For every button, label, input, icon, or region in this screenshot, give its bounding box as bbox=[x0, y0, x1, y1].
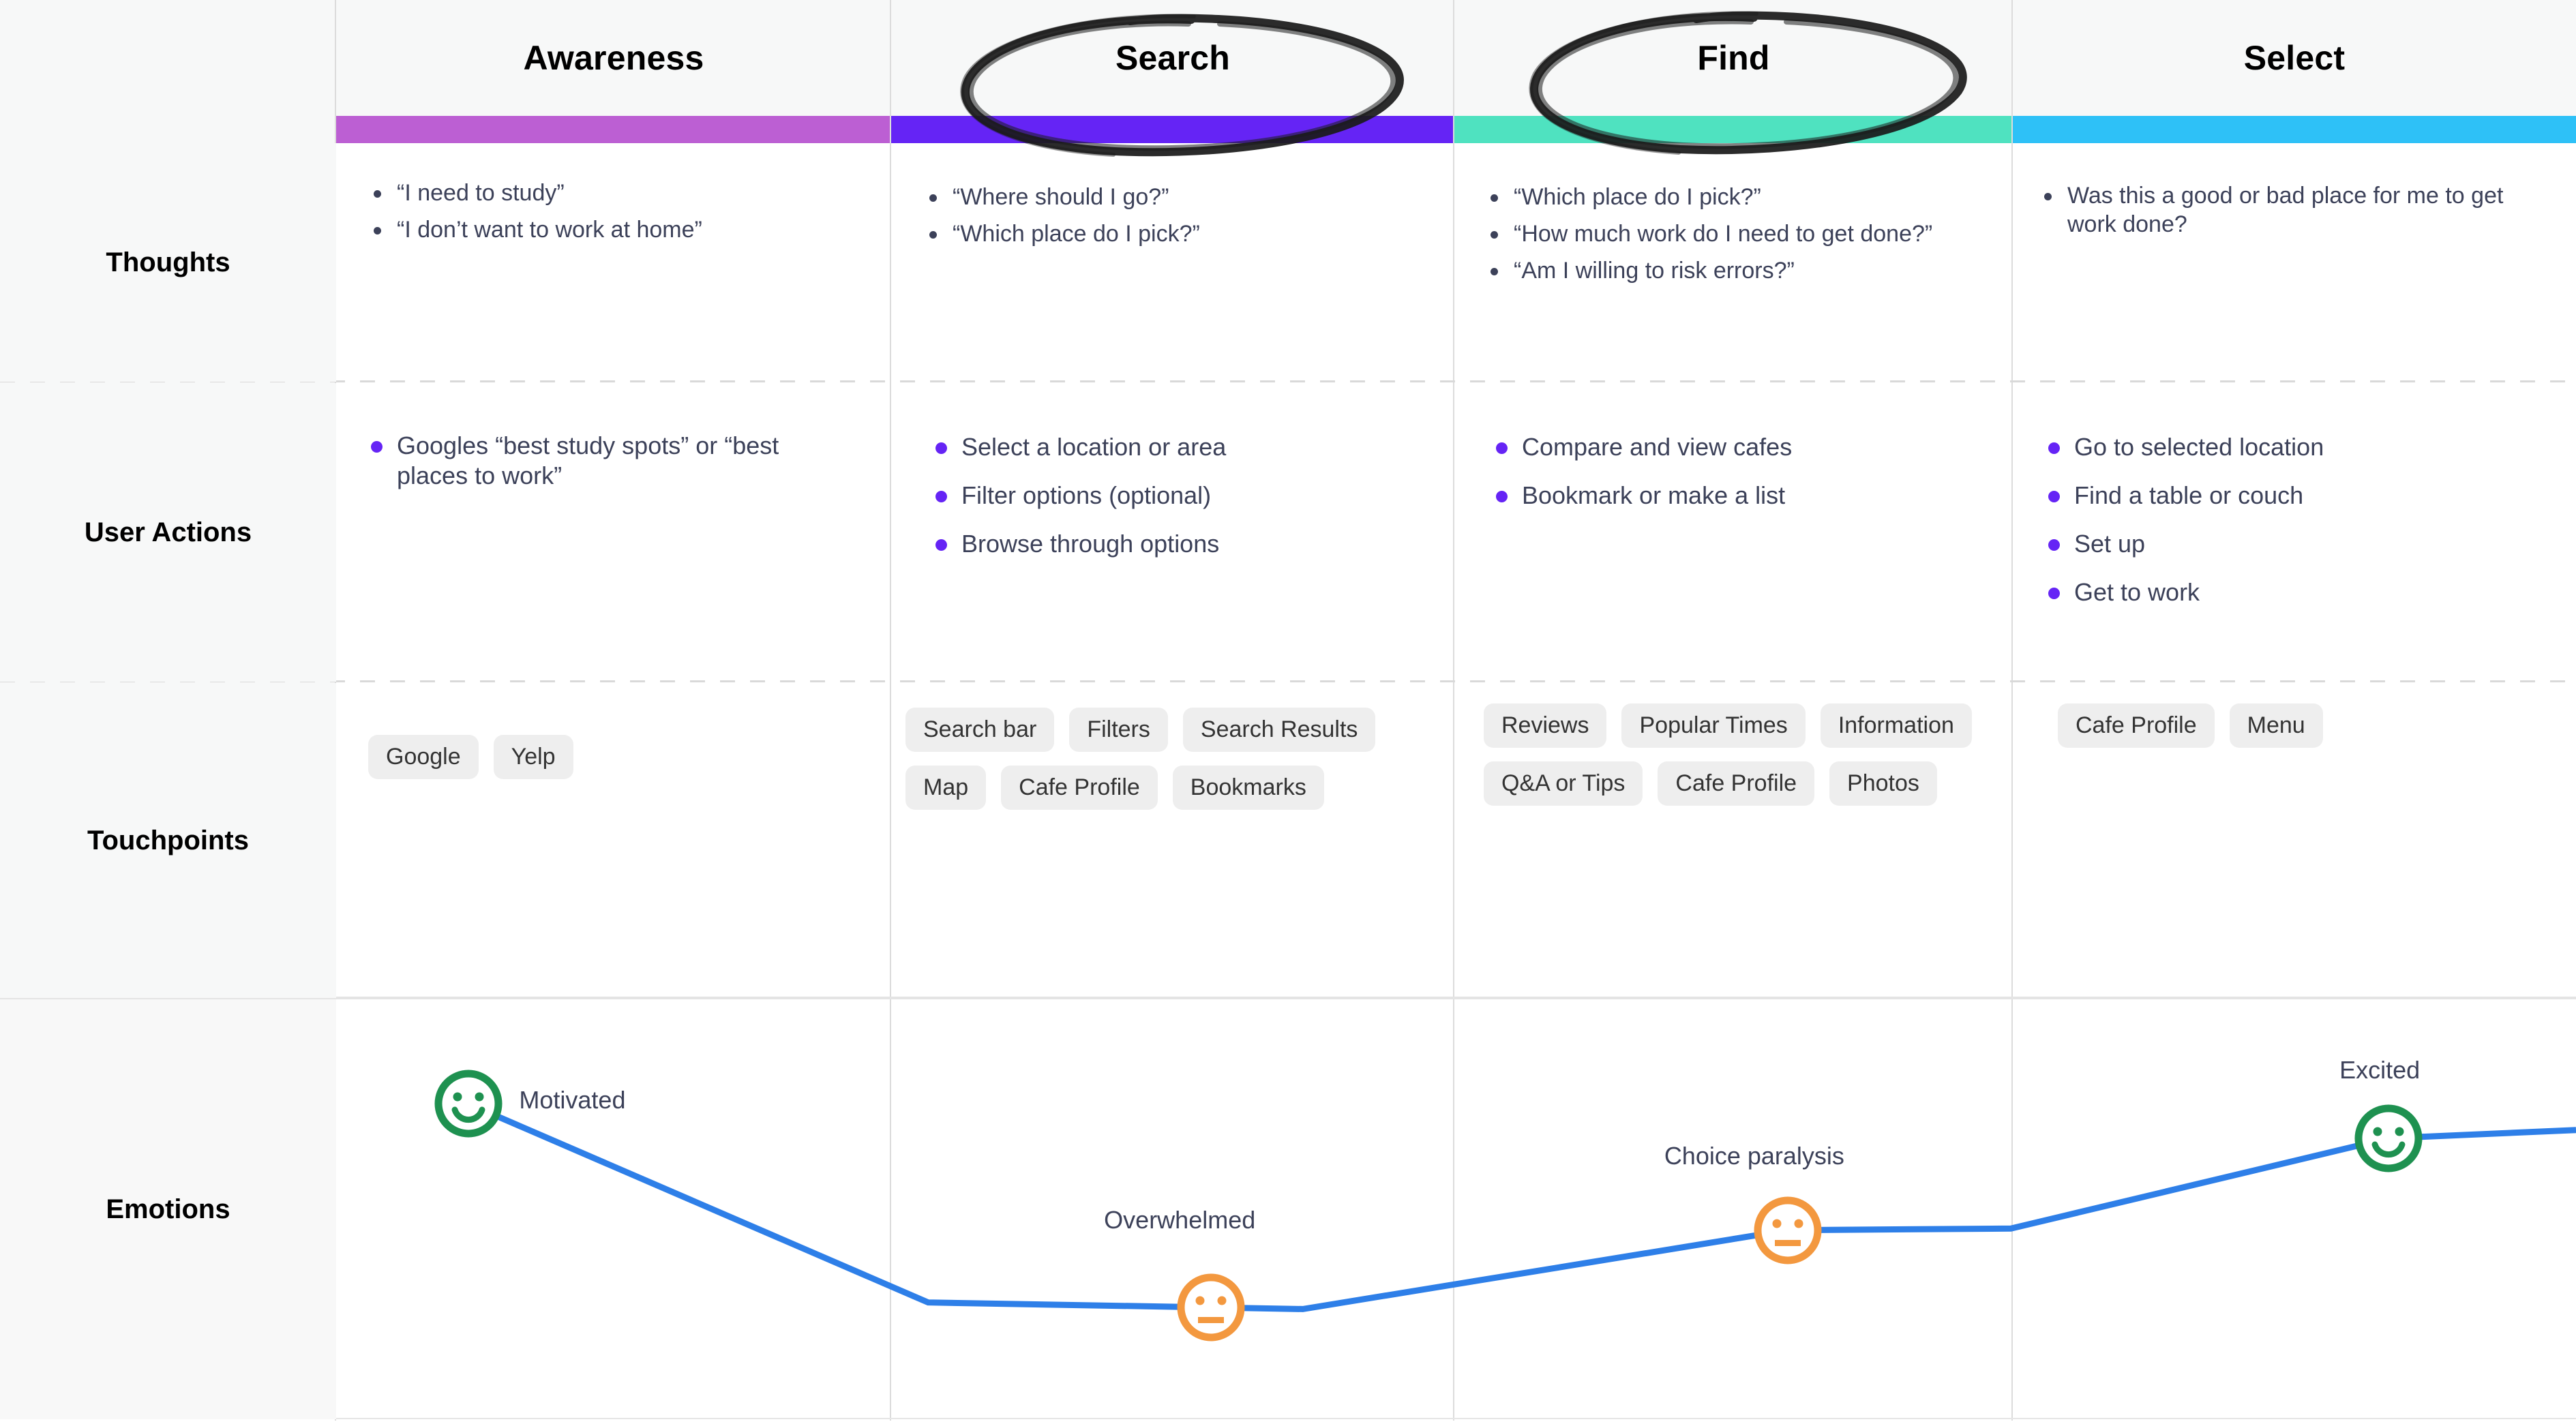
touchpoint-chip[interactable]: Photos bbox=[1829, 761, 1937, 806]
stage-color-bar-awareness bbox=[336, 116, 891, 143]
emotion-trend-line bbox=[468, 1104, 2576, 1309]
stage-color-bar-search bbox=[891, 116, 1454, 143]
touchpoint-chip[interactable]: Information bbox=[1820, 703, 1972, 748]
touchpoint-chip-group: Cafe Profile Menu bbox=[2058, 703, 2535, 748]
list-item: “Which place do I pick?” bbox=[924, 219, 1428, 248]
column-divider-1 bbox=[1453, 0, 1454, 1421]
touchpoint-chip[interactable]: Search bar bbox=[905, 708, 1055, 752]
touchpoint-chip[interactable]: Search Results bbox=[1182, 708, 1376, 752]
thoughts-list: Was this a good or bad place for me to g… bbox=[2039, 181, 2516, 239]
list-item: “I need to study” bbox=[368, 179, 866, 207]
emotion-point-label: Motivated bbox=[519, 1085, 626, 1114]
happy-face-icon bbox=[434, 1070, 503, 1138]
row-divider-thoughts bbox=[0, 380, 2576, 382]
stage-color-bar-find bbox=[1454, 116, 2013, 143]
touchpoint-chip[interactable]: Google bbox=[368, 735, 479, 779]
stage-title: Awareness bbox=[523, 39, 704, 77]
row-divider-touchpoints bbox=[0, 997, 2576, 999]
list-item: “Which place do I pick?” bbox=[1485, 183, 1990, 211]
touchpoint-chip[interactable]: Yelp bbox=[493, 735, 573, 779]
touchpoint-chip[interactable]: Map bbox=[905, 766, 987, 810]
emotion-point-label: Choice paralysis bbox=[1664, 1141, 1844, 1170]
touchpoint-chip[interactable]: Popular Times bbox=[1621, 703, 1806, 748]
user-actions-cell-awareness: Googles “best study spots” or “best plac… bbox=[368, 431, 845, 509]
row-label-user-actions: User Actions bbox=[0, 383, 336, 682]
list-item: Browse through options bbox=[933, 529, 1424, 559]
touchpoint-chip[interactable]: Filters bbox=[1069, 708, 1168, 752]
list-item: Get to work bbox=[2046, 577, 2536, 607]
thoughts-cell-find: “Which place do I pick?” “How much work d… bbox=[1485, 183, 1990, 293]
row-label-thoughts: Thoughts bbox=[0, 143, 336, 382]
touchpoints-cell-select: Cafe Profile Menu bbox=[2058, 703, 2535, 748]
stage-header-awareness[interactable]: Awareness bbox=[336, 0, 891, 116]
thoughts-list: “Where should I go?” “Which place do I pi… bbox=[924, 183, 1428, 248]
touchpoint-chip[interactable]: Cafe Profile bbox=[2058, 703, 2215, 748]
list-item: “Am I willing to risk errors?” bbox=[1485, 256, 1990, 285]
happy-face-icon bbox=[2354, 1104, 2423, 1172]
touchpoint-chip-group: Google Yelp bbox=[368, 735, 839, 779]
touchpoint-chip[interactable]: Menu bbox=[2229, 703, 2323, 748]
list-item: “I don’t want to work at home” bbox=[368, 215, 866, 244]
user-actions-list: Googles “best study spots” or “best plac… bbox=[368, 431, 845, 491]
list-item: Googles “best study spots” or “best plac… bbox=[368, 431, 845, 491]
thoughts-cell-select: Was this a good or bad place for me to g… bbox=[2039, 181, 2516, 247]
stage-header-find[interactable]: Find bbox=[1454, 0, 2013, 116]
column-divider-2 bbox=[2011, 0, 2013, 1421]
thoughts-cell-search: “Where should I go?” “Which place do I pi… bbox=[924, 183, 1428, 256]
touchpoint-chip[interactable]: Bookmarks bbox=[1172, 766, 1324, 810]
stage-header-search[interactable]: Search bbox=[891, 0, 1454, 116]
list-item: Find a table or couch bbox=[2046, 481, 2536, 511]
touchpoint-chip[interactable]: Cafe Profile bbox=[1001, 766, 1158, 810]
list-item: Select a location or area bbox=[933, 432, 1424, 462]
table-bottom-border bbox=[0, 1418, 2576, 1419]
list-item: “How much work do I need to get done?” bbox=[1485, 219, 1990, 248]
neutral-face-icon bbox=[1754, 1196, 1822, 1264]
touchpoint-chip[interactable]: Q&A or Tips bbox=[1484, 761, 1643, 806]
list-item: Was this a good or bad place for me to g… bbox=[2039, 181, 2516, 239]
list-item: Go to selected location bbox=[2046, 432, 2536, 462]
column-divider-0 bbox=[890, 0, 891, 1421]
stage-header-select[interactable]: Select bbox=[2013, 0, 2576, 116]
stage-title: Find bbox=[1697, 39, 1770, 77]
touchpoint-chip[interactable]: Cafe Profile bbox=[1658, 761, 1815, 806]
row-label-touchpoints: Touchpoints bbox=[0, 683, 336, 998]
emotion-point-label: Excited bbox=[2339, 1056, 2421, 1085]
thoughts-list: “I need to study” “I don’t want to work a… bbox=[368, 179, 866, 244]
list-item: Compare and view cafes bbox=[1493, 432, 1984, 462]
emotions-chart-svg bbox=[0, 998, 2576, 1421]
row-label-emotions: Emotions bbox=[0, 999, 336, 1419]
list-item: Set up bbox=[2046, 529, 2536, 559]
thoughts-cell-awareness: “I need to study” “I don’t want to work a… bbox=[368, 179, 866, 252]
touchpoints-cell-awareness: Google Yelp bbox=[368, 735, 839, 779]
touchpoint-chip[interactable]: Reviews bbox=[1484, 703, 1607, 748]
stage-title: Select bbox=[2243, 39, 2346, 77]
list-item: “Where should I go?” bbox=[924, 183, 1428, 211]
thoughts-list: “Which place do I pick?” “How much work d… bbox=[1485, 183, 1990, 285]
stage-title: Search bbox=[1115, 39, 1230, 77]
list-item: Filter options (optional) bbox=[933, 481, 1424, 511]
emotion-point-label: Overwhelmed bbox=[1104, 1205, 1256, 1234]
row-divider-actions bbox=[0, 680, 2576, 682]
list-item: Bookmark or make a list bbox=[1493, 481, 1984, 511]
neutral-face-icon bbox=[1177, 1273, 1245, 1342]
stage-color-bar-select bbox=[2013, 116, 2576, 143]
